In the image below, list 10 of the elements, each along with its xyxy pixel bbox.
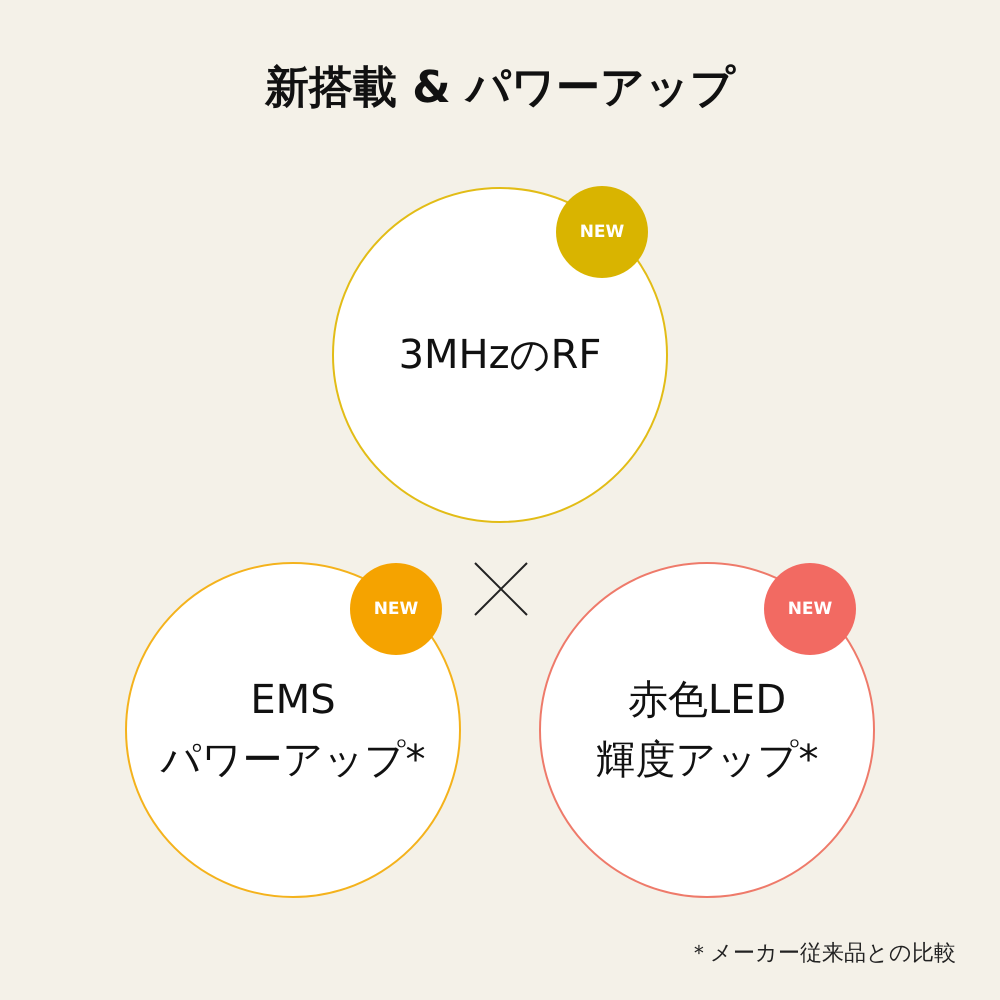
badge-label: NEW xyxy=(374,599,418,619)
feature-label: EMS xyxy=(250,676,336,725)
title: 新搭載 & パワーアップ xyxy=(264,61,737,115)
feature-label: 3MHzのRF xyxy=(398,331,602,380)
badge-label: NEW xyxy=(580,222,624,242)
feature-label: パワーアップ* xyxy=(160,736,426,785)
feature-label: 輝度アップ* xyxy=(596,736,818,785)
badge-label: NEW xyxy=(788,599,832,619)
footnote: ＊メーカー従来品との比較 xyxy=(688,940,956,968)
feature-label: 赤色LED xyxy=(628,676,786,725)
